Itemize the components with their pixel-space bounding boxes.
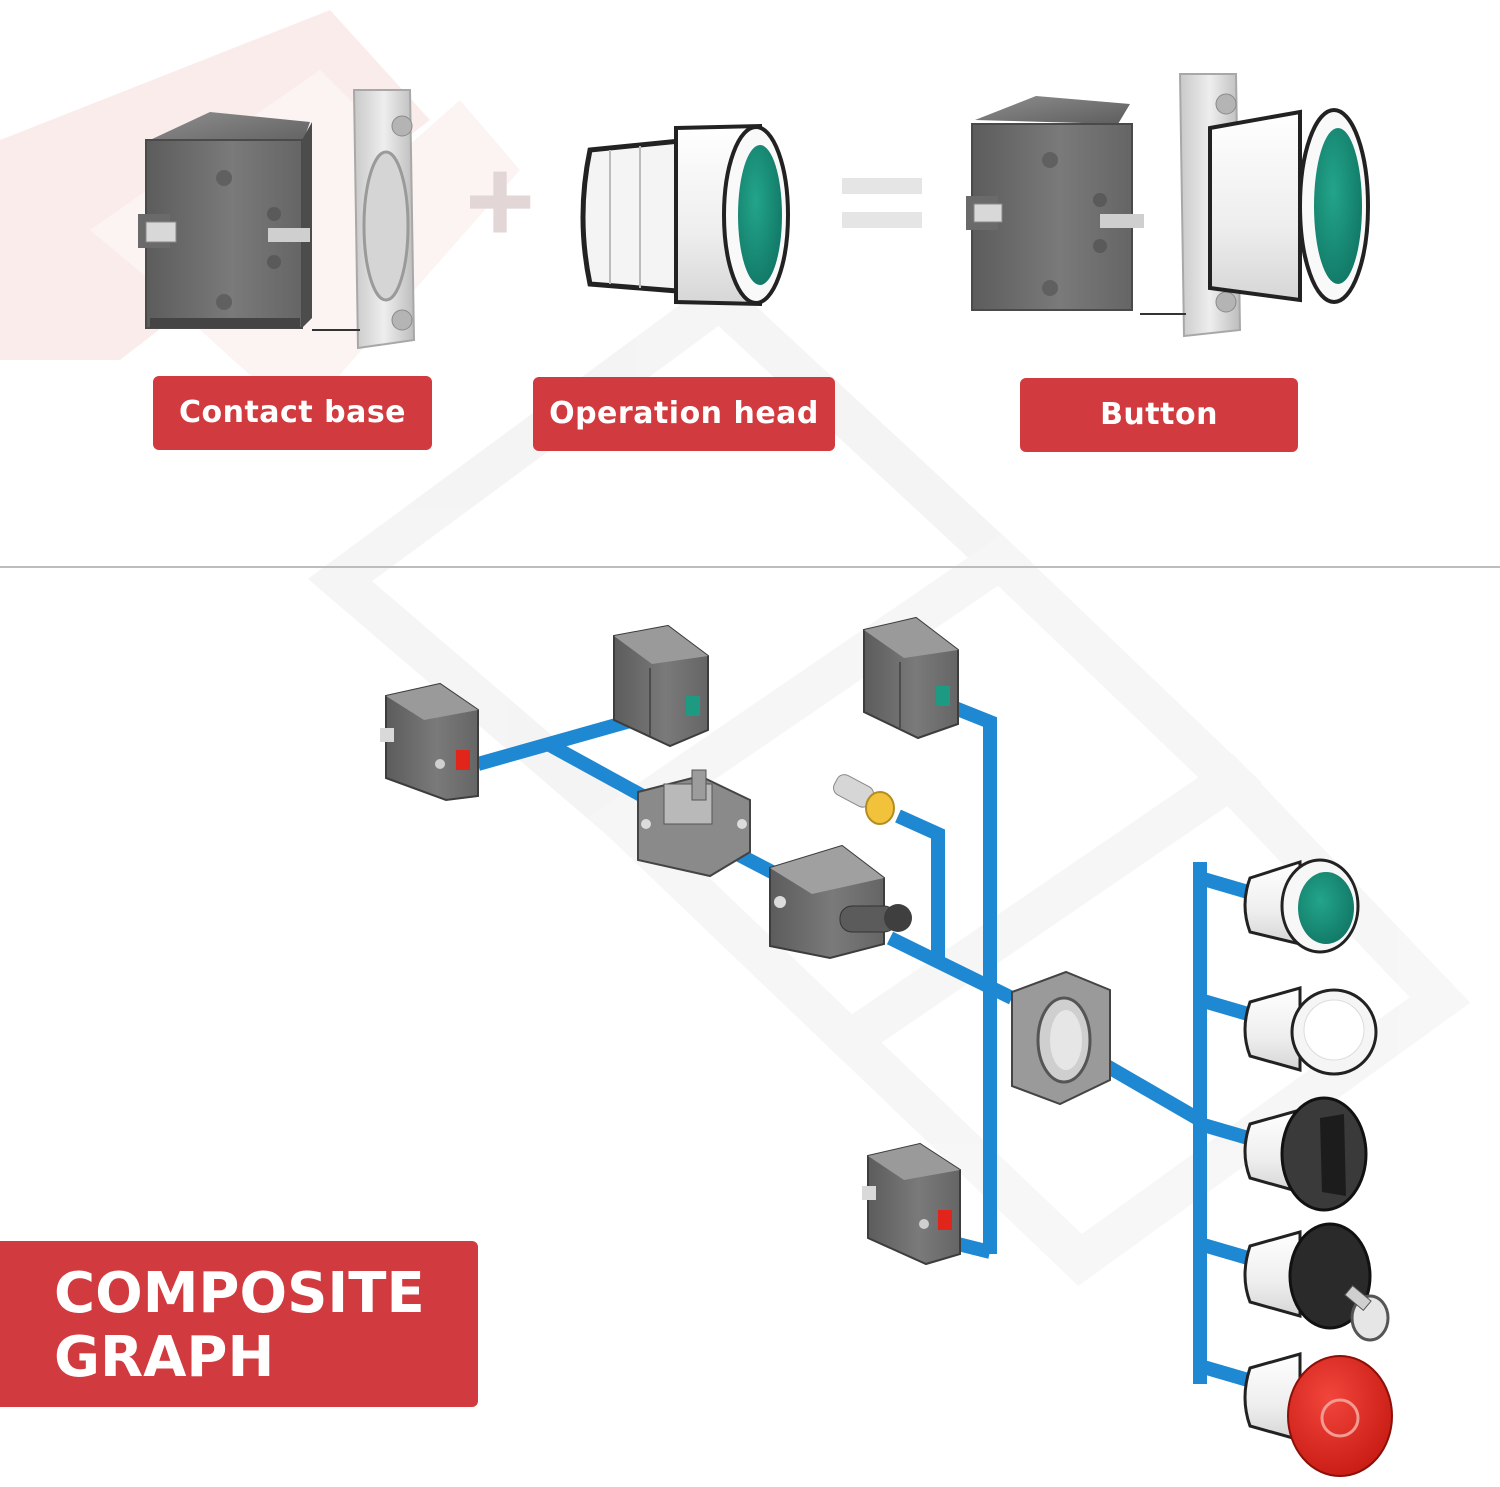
white-illuminated-head-icon (1243, 986, 1378, 1076)
plus-sign: + (465, 134, 535, 268)
composite-title-line2: GRAPH (54, 1325, 275, 1390)
green-flush-head-icon (1243, 858, 1360, 954)
composite-graph-banner: COMPOSITE GRAPH (0, 1241, 478, 1407)
key-switch-head-icon (1243, 1222, 1390, 1342)
nc-contact-block-icon (380, 682, 479, 802)
nc-contact-block-icon-2 (862, 1142, 961, 1266)
no-contact-block-green-icon-2 (863, 616, 959, 740)
no-contact-block-green-icon (613, 624, 709, 748)
selector-switch-head-icon (1243, 1096, 1368, 1212)
mounting-adapter-icon (637, 769, 751, 878)
mounting-collar-icon (1011, 970, 1111, 1106)
assembled-button-icon (966, 73, 1370, 338)
operation-head-label: Operation head (533, 377, 835, 451)
lamp-holder-icon (769, 844, 912, 960)
equals-text: = (0, 0, 1, 1)
contact-block-icon (138, 89, 416, 350)
equals-sign (842, 178, 922, 228)
lamp-bulb-icon (833, 774, 895, 825)
button-label: Button (1020, 378, 1298, 452)
contact-base-label: Contact base (153, 376, 432, 450)
mushroom-emergency-stop-head-icon (1243, 1352, 1393, 1477)
composite-title-line1: COMPOSITE (54, 1261, 425, 1326)
green-push-head-icon (580, 123, 790, 307)
